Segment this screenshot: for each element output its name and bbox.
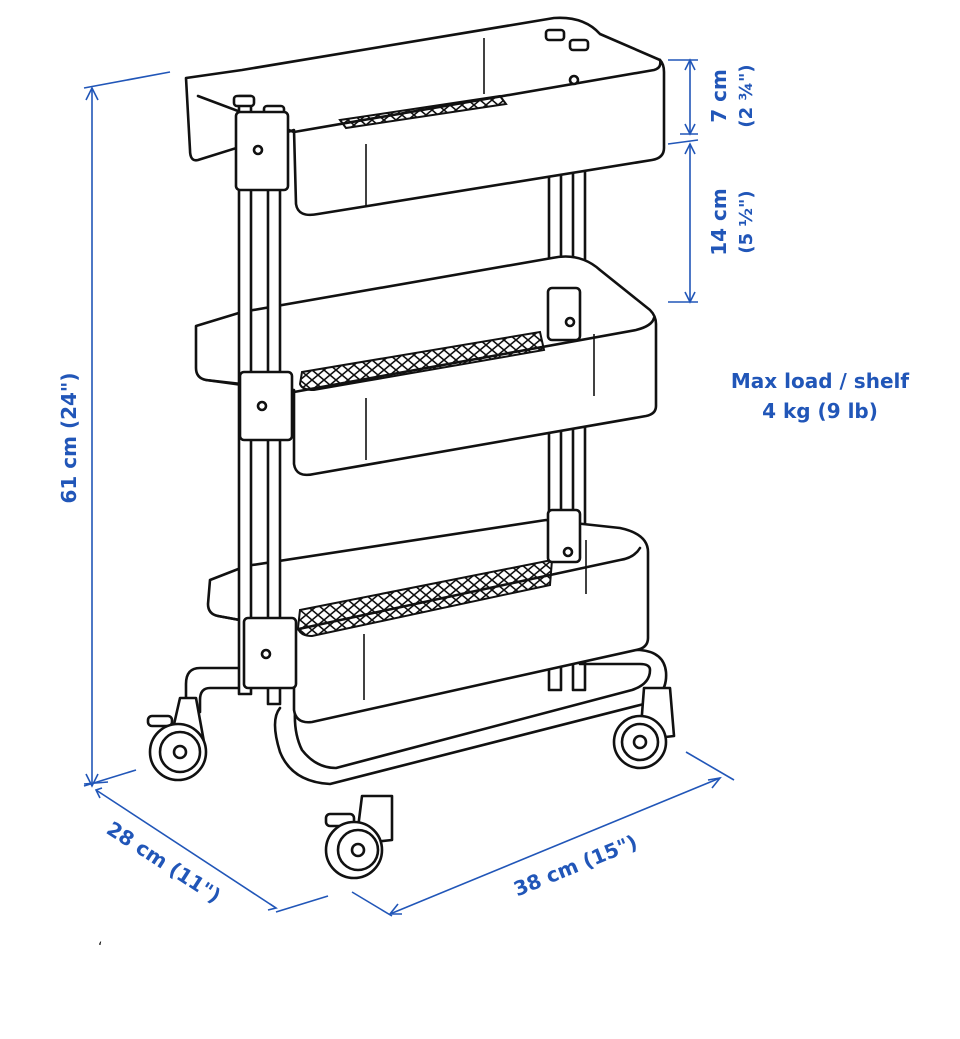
shelf-gap-arrow-bottom bbox=[684, 291, 696, 304]
height-extension-top bbox=[83, 71, 171, 89]
caster-wheel-left bbox=[146, 696, 208, 782]
width-extension-left bbox=[351, 891, 393, 917]
top-depth-in-label: (2 ¾") bbox=[736, 64, 757, 127]
max-load-label-line2: 4 kg (9 lb) bbox=[762, 399, 878, 423]
depth-dimension-line bbox=[95, 789, 277, 909]
depth-extension-right bbox=[275, 895, 329, 913]
utility-cart-illustration bbox=[146, 16, 676, 880]
width-arrow-left bbox=[388, 903, 402, 915]
width-arrow-right bbox=[707, 776, 722, 789]
height-label: 61 cm (24") bbox=[57, 373, 81, 504]
shelf-gap-arrow-top bbox=[684, 142, 696, 155]
base-frame bbox=[184, 648, 668, 786]
shelf-gap-cm-label: 14 cm bbox=[707, 188, 731, 256]
shelf-gap-extension-top bbox=[667, 139, 699, 145]
width-dimension-line bbox=[389, 777, 721, 915]
depth-arrow-right bbox=[267, 903, 278, 911]
dimension-lines bbox=[83, 58, 735, 917]
top-basket bbox=[184, 16, 666, 217]
height-arrow-bottom bbox=[85, 773, 99, 788]
stray-mark: ‘ bbox=[98, 940, 102, 956]
width-extension-right bbox=[685, 751, 735, 781]
bottom-basket bbox=[206, 518, 650, 724]
top-depth-arrow-bottom bbox=[684, 123, 696, 136]
caster-wheel-right bbox=[612, 686, 676, 770]
middle-basket bbox=[194, 255, 658, 477]
height-arrow-top bbox=[85, 86, 99, 101]
top-depth-arrow-top bbox=[684, 58, 696, 71]
shelf-gap-in-label: (5 ½") bbox=[736, 190, 757, 253]
depth-extension-left bbox=[83, 781, 109, 785]
top-depth-cm-label: 7 cm bbox=[707, 69, 731, 123]
depth-arrow-left bbox=[94, 787, 103, 799]
caster-wheel-front bbox=[324, 794, 394, 880]
width-label: 38 cm (15") bbox=[510, 830, 640, 901]
max-load-label-line1: Max load / shelf bbox=[731, 369, 909, 393]
shelf-brackets bbox=[234, 74, 582, 690]
